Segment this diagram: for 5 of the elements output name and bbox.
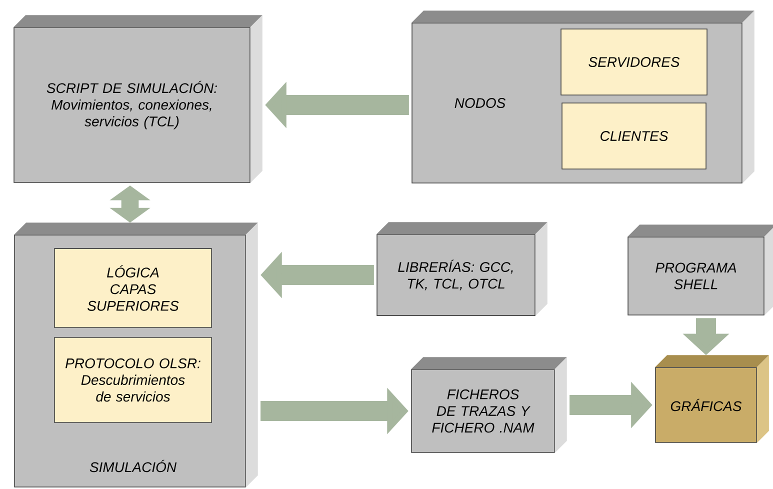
process-box: PROGRAMA SHELL — [628, 224, 773, 316]
process-box: GRÁFICAS — [655, 355, 769, 443]
process-box: LIBRERÍAS: GCC, TK, TCL, OTCL — [376, 222, 548, 316]
process-box: SCRIPT DE SIMULACIÓN: Movimientos, conexiones, servicios (TCL) — [14, 15, 262, 183]
process-box: FICHEROS DE TRAZAS Y FICHERO .NAM — [411, 357, 567, 453]
